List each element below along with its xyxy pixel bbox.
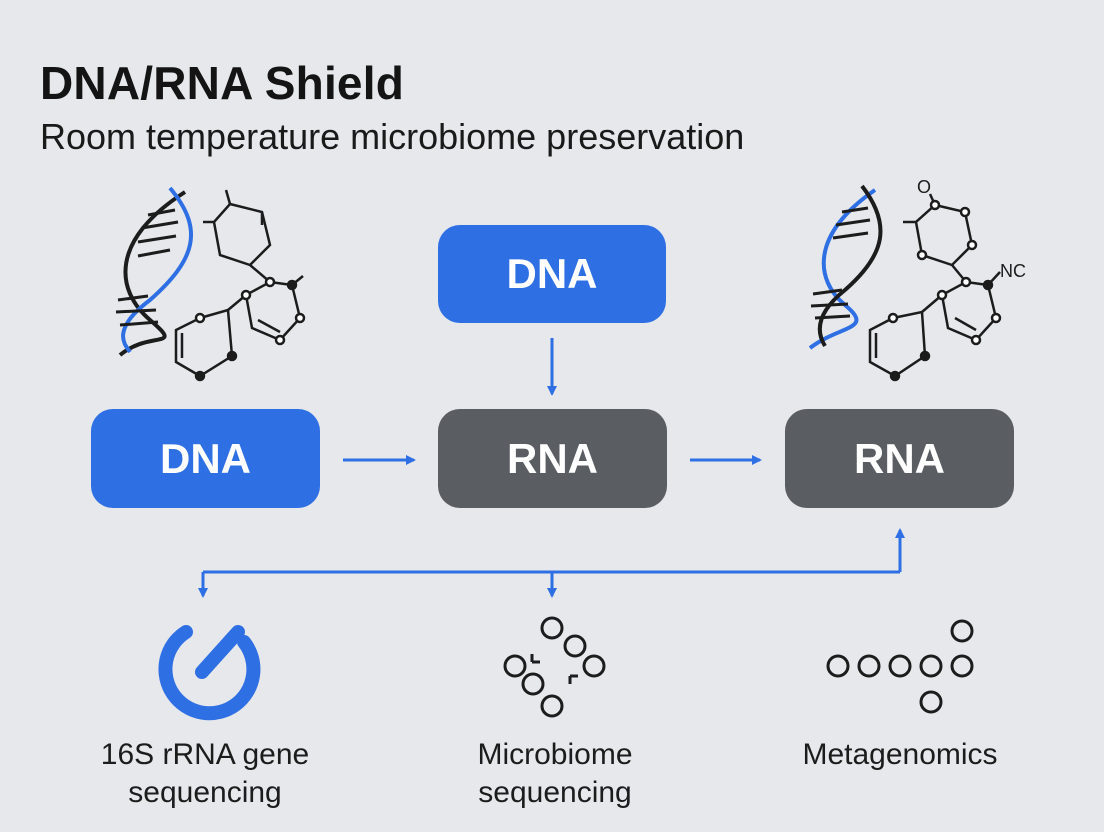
circle-cluster-icon <box>503 616 606 718</box>
application-label-line: 16S rRNA gene <box>100 738 310 771</box>
application-label-line: sequencing <box>478 776 632 809</box>
application-label-line: sequencing <box>128 776 282 809</box>
gauge-icon <box>158 625 261 721</box>
molecule-icon-left <box>174 189 306 382</box>
node-dna-left: DNA <box>91 409 320 508</box>
application-label-line: Microbiome <box>477 738 633 771</box>
molecule-icon-right <box>868 193 1002 382</box>
node-dna-top: DNA <box>438 225 666 323</box>
dna-helix-icon-right <box>808 184 883 350</box>
page-subtitle: Room temperature microbiome preservation <box>40 116 745 157</box>
distribution-connector <box>198 528 905 598</box>
page-title: DNA/RNA Shield <box>40 57 404 109</box>
molecule-nc-label: NC <box>1000 261 1026 281</box>
molecule-o-label: O <box>917 177 931 197</box>
application-label-16s: 16S rRNA gene sequencing <box>60 736 350 812</box>
application-label-metagenomics: Metagenomics <box>755 736 1045 774</box>
application-label-line: Metagenomics <box>802 738 998 771</box>
dna-helix-icon-left <box>115 186 193 357</box>
application-label-microbiome: Microbiome sequencing <box>410 736 700 812</box>
node-rna-middle: RNA <box>438 409 667 508</box>
node-rna-right: RNA <box>785 409 1014 508</box>
circle-row-icon <box>826 619 974 714</box>
